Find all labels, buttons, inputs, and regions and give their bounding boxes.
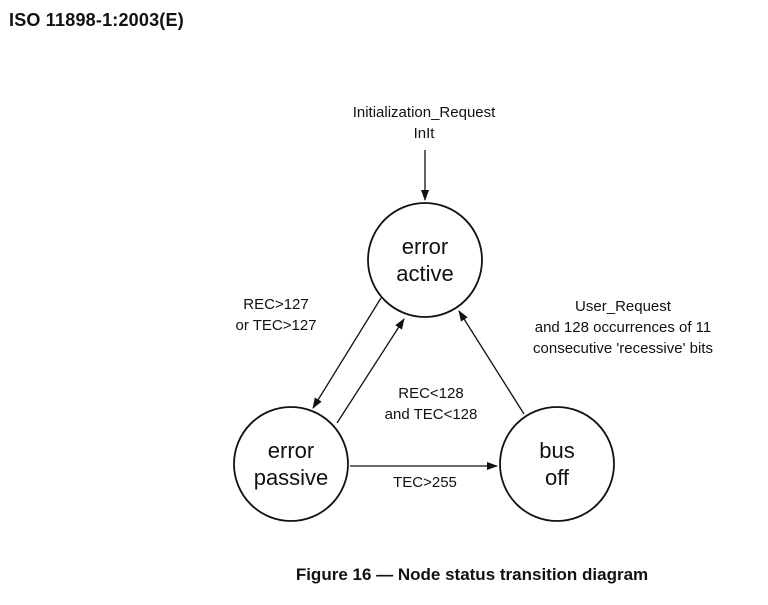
transition-label-passive-to-busoff: TEC>255: [393, 472, 457, 493]
transition-label-init: Initialization_Request InIt: [353, 102, 496, 144]
transition-label-busoff-to-active: User_Request and 128 occurrences of 11 c…: [533, 296, 713, 359]
transition-label-line: or TEC>127: [235, 317, 317, 334]
transition-label-line: Initialization_Request: [352, 104, 496, 121]
state-circle-error-passive: [233, 406, 349, 522]
transition-label-passive-to-active: REC<128 and TEC<128: [385, 383, 478, 425]
state-label-line: error: [401, 234, 449, 259]
transition-label-line: InIt: [413, 125, 435, 142]
state-label-error-active: error active: [396, 233, 453, 287]
state-label-line: off: [544, 465, 570, 490]
state-label-line: passive: [253, 465, 329, 490]
state-circle-error-active: [367, 202, 483, 318]
arrow-error-passive-to-error-active: [336, 318, 405, 424]
transition-label-line: REC>127: [243, 296, 309, 313]
state-circle-bus-off: [499, 406, 615, 522]
transition-label-line: consecutive 'recessive' bits: [533, 340, 713, 357]
figure-caption: Figure 16 — Node status transition diagr…: [295, 565, 649, 584]
transition-label-line: TEC>255: [393, 474, 457, 491]
document-header: ISO 11898-1:2003(E): [9, 10, 184, 30]
transition-label-line: REC<128: [398, 385, 464, 402]
transition-label-line: User_Request: [575, 298, 671, 315]
transition-label-active-to-passive: REC>127 or TEC>127: [235, 294, 316, 336]
arrow-bus-off-to-error-active: [458, 310, 525, 415]
state-label-line: error: [267, 438, 315, 463]
arrow-error-active-to-error-passive: [312, 297, 382, 409]
state-label-line: active: [396, 261, 454, 286]
state-label-bus-off: bus off: [539, 437, 574, 491]
transition-label-line: and TEC<128: [384, 406, 478, 423]
transition-label-line: and 128 occurrences of 11: [534, 319, 712, 336]
state-label-error-passive: error passive: [254, 437, 329, 491]
state-label-line: bus: [539, 438, 575, 463]
